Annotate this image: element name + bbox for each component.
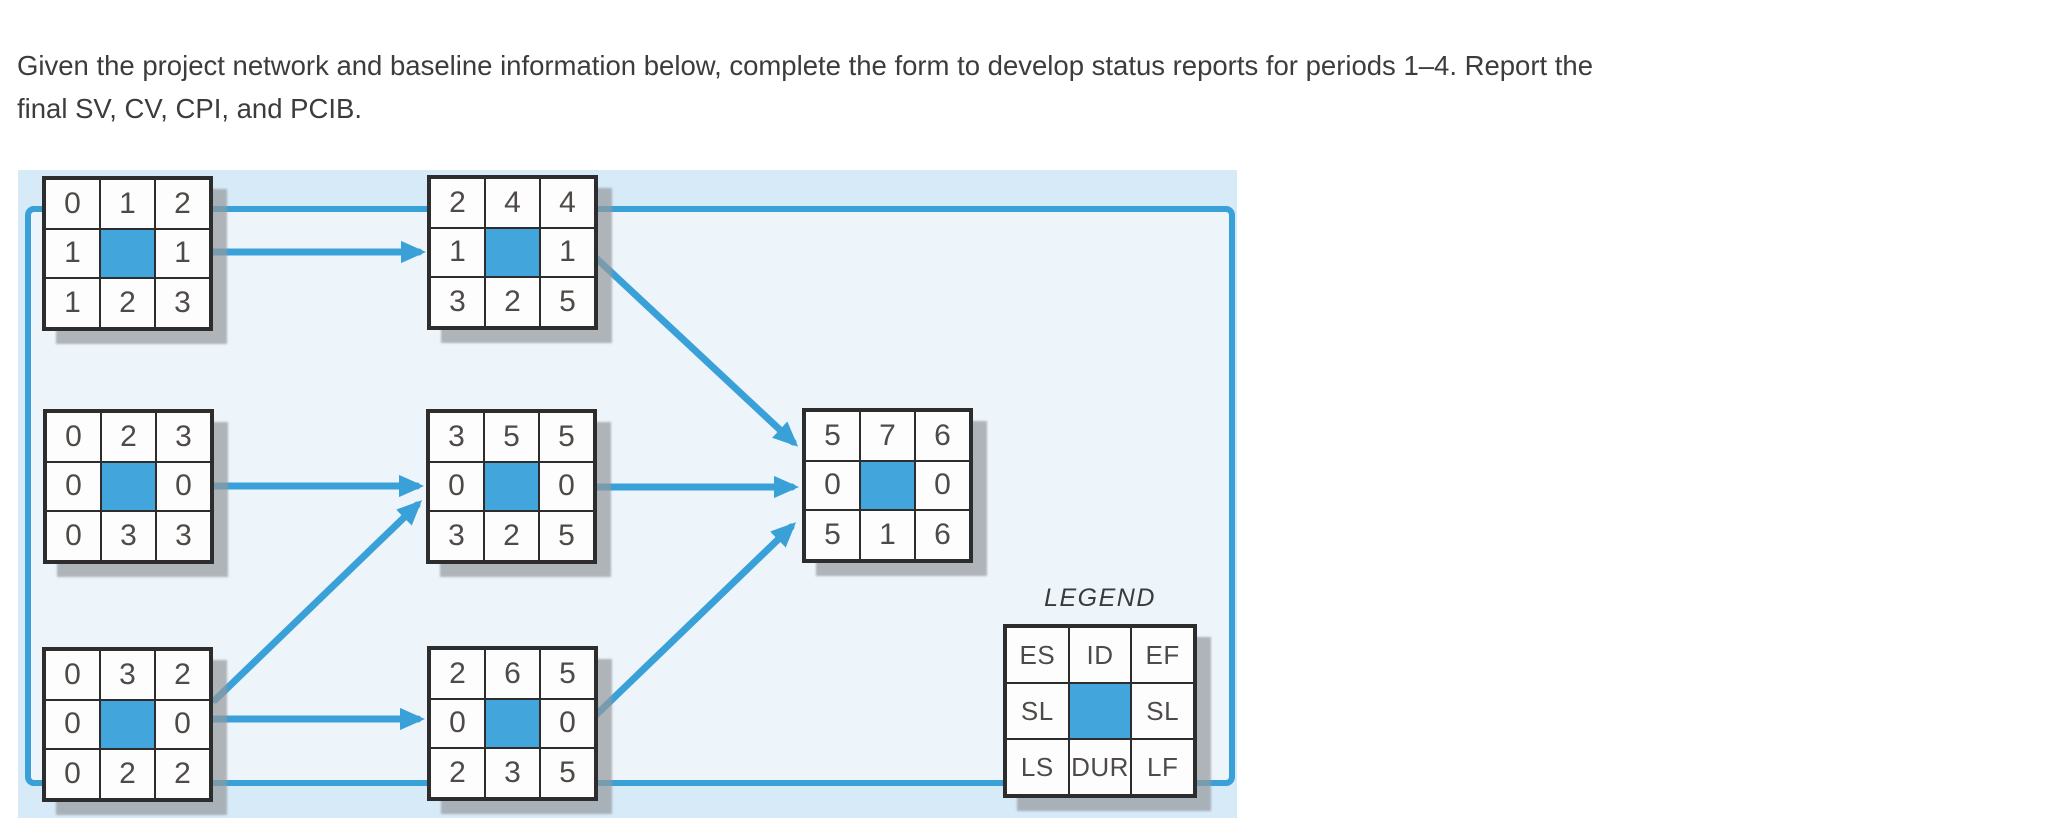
node2-id: 2 — [101, 412, 156, 462]
node4-dur: 2 — [485, 277, 540, 327]
node3-sl-left: 0 — [45, 699, 100, 750]
node7-lf: 6 — [915, 510, 970, 560]
node2-sl-left: 0 — [46, 461, 101, 512]
node7-sl-left: 0 — [805, 460, 860, 511]
question-text: Given the project network and baseline i… — [17, 44, 1593, 130]
node1-sl-left: 1 — [45, 228, 100, 279]
node3-dur: 2 — [100, 749, 155, 799]
node2-center-fill — [101, 461, 156, 512]
node5-sl-right: 0 — [539, 461, 594, 512]
node5-es: 3 — [429, 412, 484, 462]
question-line-2: final SV, CV, CPI, and PCIB. — [17, 93, 362, 124]
node3-lf: 2 — [155, 749, 210, 799]
legend-ef: EF — [1131, 627, 1194, 683]
activity-node-3: 0 3 2 0 0 0 2 2 — [42, 647, 213, 802]
node6-ef: 5 — [540, 649, 595, 699]
node7-ls: 5 — [805, 510, 860, 560]
node4-es: 2 — [430, 178, 485, 228]
node4-ef: 4 — [540, 178, 595, 228]
node6-es: 2 — [430, 649, 485, 699]
node4-lf: 5 — [540, 277, 595, 327]
node7-sl-right: 0 — [915, 460, 970, 511]
activity-node-2: 0 2 3 0 0 0 3 3 — [43, 409, 214, 564]
node6-dur: 3 — [485, 748, 540, 798]
activity-node-1: 0 1 2 1 1 1 2 3 — [42, 176, 213, 331]
node1-id: 1 — [100, 179, 155, 229]
node5-dur: 2 — [484, 511, 539, 561]
node3-id: 3 — [100, 650, 155, 700]
node6-center-fill — [485, 698, 540, 749]
node5-lf: 5 — [539, 511, 594, 561]
legend-es: ES — [1006, 627, 1069, 683]
node6-lf: 5 — [540, 748, 595, 798]
node3-es: 0 — [45, 650, 100, 700]
node3-ef: 2 — [155, 650, 210, 700]
node1-center-fill — [100, 228, 155, 279]
node3-ls: 0 — [45, 749, 100, 799]
legend-box: ES ID EF SL SL LS DUR LF — [1003, 624, 1197, 798]
node6-sl-right: 0 — [540, 698, 595, 749]
legend-lf: LF — [1131, 739, 1194, 795]
node4-sl-right: 1 — [540, 227, 595, 278]
node7-es: 5 — [805, 411, 860, 461]
node6-sl-left: 0 — [430, 698, 485, 749]
legend-title: LEGEND — [1044, 584, 1156, 612]
node2-sl-right: 0 — [156, 461, 211, 512]
node1-ef: 2 — [155, 179, 210, 229]
node7-ef: 6 — [915, 411, 970, 461]
node2-dur: 3 — [101, 511, 156, 561]
activity-node-6: 2 6 5 0 0 2 3 5 — [427, 646, 598, 801]
node2-lf: 3 — [156, 511, 211, 561]
node2-es: 0 — [46, 412, 101, 462]
legend-dur: DUR — [1068, 739, 1132, 795]
legend-center-fill — [1068, 683, 1132, 739]
node5-id: 5 — [484, 412, 539, 462]
node2-ls: 0 — [46, 511, 101, 561]
node6-id: 6 — [485, 649, 540, 699]
activity-node-7: 5 7 6 0 0 5 1 6 — [802, 408, 973, 563]
node3-center-fill — [100, 699, 155, 750]
node5-center-fill — [484, 461, 539, 512]
node4-sl-left: 1 — [430, 227, 485, 278]
node5-ls: 3 — [429, 511, 484, 561]
node5-ef: 5 — [539, 412, 594, 462]
node1-ls: 1 — [45, 278, 100, 328]
node5-sl-left: 0 — [429, 461, 484, 512]
question-line-1: Given the project network and baseline i… — [17, 50, 1594, 81]
activity-node-4: 2 4 4 1 1 3 2 5 — [427, 175, 598, 330]
node4-center-fill — [485, 227, 540, 278]
node1-sl-right: 1 — [155, 228, 210, 279]
legend-ls: LS — [1006, 739, 1069, 795]
node7-id: 7 — [860, 411, 915, 461]
node7-dur: 1 — [860, 510, 915, 560]
node6-ls: 2 — [430, 748, 485, 798]
node4-id: 4 — [485, 178, 540, 228]
node7-center-fill — [860, 460, 915, 511]
node4-ls: 3 — [430, 277, 485, 327]
node1-dur: 2 — [100, 278, 155, 328]
node1-es: 0 — [45, 179, 100, 229]
legend-sl-left: SL — [1006, 683, 1069, 739]
node1-lf: 3 — [155, 278, 210, 328]
activity-node-5: 3 5 5 0 0 3 2 5 — [426, 409, 597, 564]
node3-sl-right: 0 — [155, 699, 210, 750]
legend-id: ID — [1068, 627, 1132, 683]
legend-sl-right: SL — [1131, 683, 1194, 739]
node2-ef: 3 — [156, 412, 211, 462]
